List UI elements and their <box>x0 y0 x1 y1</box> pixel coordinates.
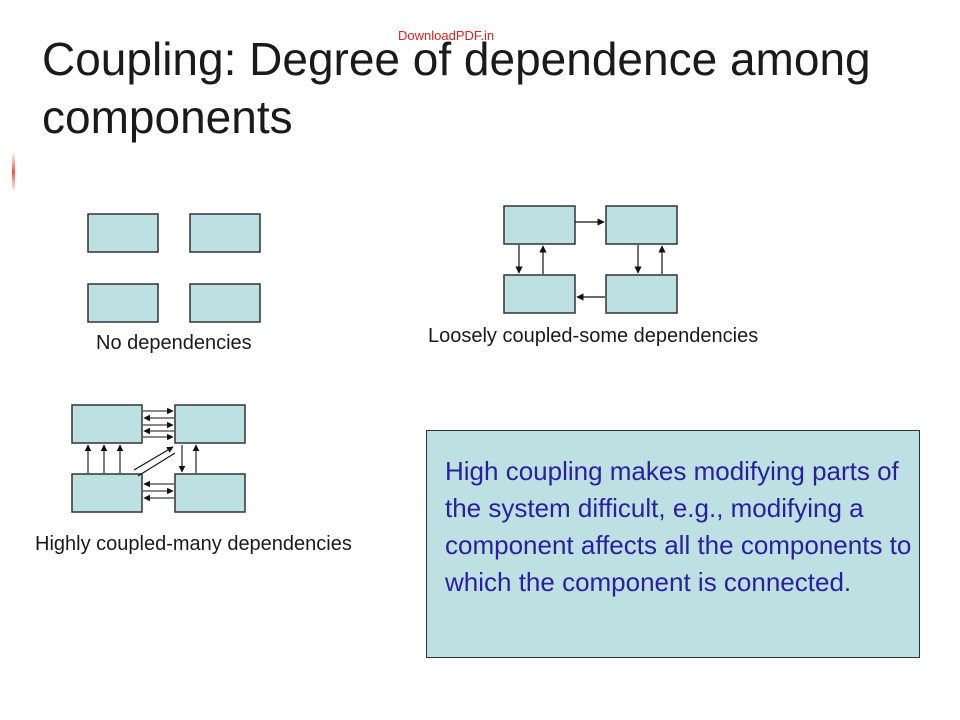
component-box <box>71 473 143 513</box>
component-box <box>189 283 261 323</box>
component-box <box>87 213 159 253</box>
loosely-coupled-caption: Loosely coupled-some dependencies <box>428 325 759 347</box>
component-box <box>87 283 159 323</box>
note-box: High coupling makes modifying parts of t… <box>426 430 920 658</box>
component-box <box>71 404 143 444</box>
component-box <box>503 274 576 314</box>
dependency-arrow <box>137 452 176 477</box>
highly-coupled-diagram <box>71 404 246 513</box>
dependency-arrow <box>133 446 174 471</box>
component-box <box>605 274 678 314</box>
watermark-text: DownloadPDF.in <box>398 28 495 43</box>
component-box <box>503 205 576 245</box>
slide-title: Coupling: Degree of dependence among com… <box>42 33 871 143</box>
component-box <box>174 404 246 444</box>
component-box <box>174 473 246 513</box>
component-box <box>189 213 261 253</box>
highly-coupled-caption: Highly coupled-many dependencies <box>35 533 352 555</box>
no-dependencies-caption: No dependencies <box>96 332 252 354</box>
no-dependencies-diagram <box>87 213 261 323</box>
accent-bar <box>12 152 15 192</box>
loosely-coupled-diagram <box>503 205 678 314</box>
note-text: High coupling makes modifying parts of t… <box>445 456 912 597</box>
component-box <box>605 205 678 245</box>
